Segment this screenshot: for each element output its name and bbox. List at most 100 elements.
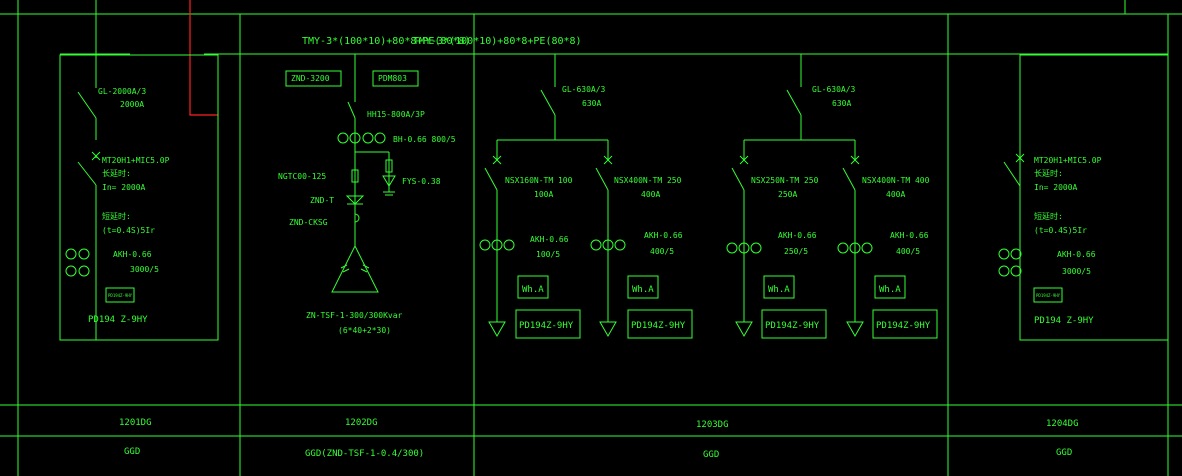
breaker-cross-icon [850, 155, 860, 165]
breaker-cross-icon [1015, 153, 1025, 163]
ct-icon [337, 132, 386, 144]
feeder-switch: GL-630A/3 [812, 85, 856, 94]
reactor-model: ZND-CKSG [289, 218, 328, 227]
ct-icon [590, 239, 626, 251]
panel-type: GGD [124, 447, 140, 457]
meter-label: PD194 Z-9HY [1034, 316, 1094, 326]
main-rating: 2000A [120, 100, 144, 109]
feeder-2: GL-630A/3 630A NSX250N-TM 250 250A AKH-0… [726, 54, 938, 339]
feeder-1: GL-630A/3 630A NSX160N-TM 100 100A AKH-0… [479, 54, 693, 339]
ct-icon [837, 242, 873, 254]
meter-box: PD194Z-9HY [1036, 293, 1061, 298]
feeder-rating: 630A [832, 99, 851, 108]
breaker-cross-icon [739, 155, 749, 165]
branch-rating: 400A [886, 190, 905, 199]
load-arrow-icon [846, 321, 864, 338]
main-switch: GL-2000A/3 [98, 87, 146, 96]
branch-rating: 100A [534, 190, 553, 199]
main-busbar: TMY-3*(100*10)+80*8+PE(80*8) TMY-3*(100*… [60, 36, 1168, 55]
feeder-switch: GL-630A/3 [562, 85, 606, 94]
ct-model: AKH-0.66 [1057, 250, 1096, 259]
branch-rating: 250A [778, 190, 797, 199]
panel-type: GGD [1056, 448, 1072, 458]
panel-id: 1204DG [1046, 419, 1079, 429]
fuse-icon [385, 159, 393, 173]
branch-meter: PD194Z-9HY [876, 321, 931, 331]
reactor-icon [354, 213, 360, 223]
branch-ct: AKH-0.66 [778, 231, 817, 240]
breaker-contact [77, 161, 97, 186]
panel-id: 1203DG [696, 420, 729, 430]
panel-1204dg: MT20H1+MIC5.0P 长延时: In= 2000A 短延时: (t=0.… [998, 54, 1169, 341]
breaker-cross-icon [603, 155, 613, 165]
capacitor-groups: (6*40+2*30) [338, 326, 391, 335]
branch-meter: PD194Z-9HY [519, 321, 574, 331]
ct-icon [65, 248, 90, 277]
in-value: In= 2000A [102, 183, 146, 192]
thyristor-icon [345, 195, 365, 205]
delay-value: (t=0.4S)5Ir [1034, 226, 1087, 235]
breaker-model: MT20H1+MIC5.0P [1034, 156, 1102, 165]
delay-label: 短延时: [102, 211, 131, 221]
branch-rating: 400A [641, 190, 660, 199]
in-value: In= 2000A [1034, 183, 1078, 192]
panel-1201dg: GL-2000A/3 2000A MT20H1+MIC5.0P 长延时: In=… [59, 0, 219, 341]
breaker-model: MT20H1+MIC5.0P [102, 156, 170, 165]
switch-model: HH15-800A/3P [367, 110, 425, 119]
panel-type: GGD [703, 450, 719, 460]
delay-label: 短延时: [1034, 211, 1063, 221]
capacitor-model: ZN-TSF-1-300/300Kvar [306, 311, 403, 320]
breaker-contact [1003, 161, 1021, 187]
branch-ct: AKH-0.66 [644, 231, 683, 240]
ct-icon [726, 242, 762, 254]
load-arrow-icon [735, 321, 753, 338]
ct-ratio: 3000/5 [1062, 267, 1091, 276]
branch-wh: Wh.A [522, 285, 544, 295]
box-pdm: PDM803 [378, 74, 407, 83]
bus-label-overlap: TMY-3*(100*10)+80*8+PE(80*8) [413, 36, 582, 47]
ct-ratio: 3000/5 [130, 265, 159, 274]
panel-id: 1201DG [119, 418, 152, 428]
panel-type: GGD(ZND-TSF-1-0.4/300) [305, 449, 424, 459]
meter-box: PD194Z-9HY [108, 293, 133, 298]
panel-1202dg: ZND-3200 PDM803 HH15-800A/3P BH-0.66 800… [278, 54, 456, 335]
feeder-rating: 630A [582, 99, 601, 108]
branch-ratio: 250/5 [784, 247, 808, 256]
feeder-red-line [189, 0, 218, 116]
panel-id: 1202DG [345, 418, 378, 428]
branch-ct: AKH-0.66 [530, 235, 569, 244]
branch-ct: AKH-0.66 [890, 231, 929, 240]
breaker-cross-icon [492, 155, 502, 165]
box-znd: ZND-3200 [291, 74, 330, 83]
ct-model: BH-0.66 800/5 [393, 135, 456, 144]
branch-breaker: NSX160N-TM 100 [505, 176, 573, 185]
branch-ratio: 400/5 [650, 247, 674, 256]
fuse-icon [351, 169, 359, 183]
switch-contact [347, 101, 356, 119]
branch-ratio: 400/5 [896, 247, 920, 256]
bus-label: TMY-3*(100*10)+80*8+PE(80*8) [302, 36, 471, 47]
branch-wh: Wh.A [632, 285, 654, 295]
branch-meter: PD194Z-9HY [765, 321, 820, 331]
branch-wh: Wh.A [879, 285, 901, 295]
delay-value: (t=0.4S)5Ir [102, 226, 155, 235]
ct-model: AKH-0.66 [113, 250, 152, 259]
setting-label: 长延时: [102, 168, 131, 178]
arrester-model: FYS-0.38 [402, 177, 441, 186]
branch-meter: PD194Z-9HY [631, 321, 686, 331]
ct-icon [998, 248, 1022, 277]
footer-table: 1201DG 1202DG 1203DG 1204DG GGD GGD(ZND-… [119, 418, 1079, 460]
meter-label: PD194 Z-9HY [88, 315, 148, 325]
branch-breaker: NSX400N-TM 400 [862, 176, 930, 185]
load-arrow-icon [599, 321, 617, 338]
branch-wh: Wh.A [768, 285, 790, 295]
capacitor-delta-icon [331, 244, 379, 293]
fuse-model: NGTC00-125 [278, 172, 326, 181]
branch-ratio: 100/5 [536, 250, 560, 259]
arrester-icon [382, 175, 396, 187]
disconnect-switch [77, 91, 97, 119]
panel-1203dg: GL-630A/3 630A NSX160N-TM 100 100A AKH-0… [479, 54, 938, 339]
setting-label: 长延时: [1034, 168, 1063, 178]
